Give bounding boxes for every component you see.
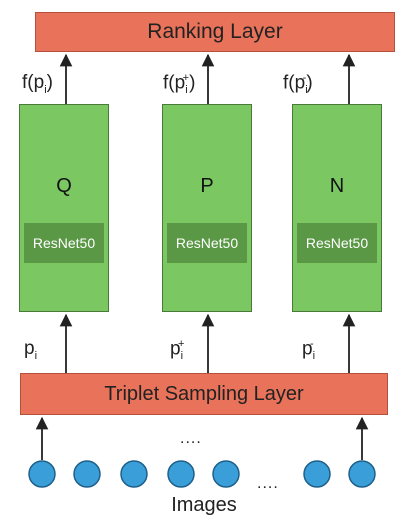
images-caption: Images <box>171 494 237 516</box>
image-node <box>28 460 56 488</box>
branch-q: Q ResNet50 <box>19 104 109 312</box>
image-node <box>120 460 148 488</box>
output-p-sub: i <box>185 84 188 97</box>
output-label-p: f(pi+) <box>163 72 195 96</box>
ranking-layer-label: Ranking Layer <box>147 20 283 43</box>
output-n-post: ) <box>306 72 313 94</box>
input-q-base: p <box>24 338 35 359</box>
output-label-q: f(pi) <box>22 72 53 96</box>
branch-q-letter: Q <box>56 175 72 197</box>
branch-p: P ResNet50 <box>162 104 252 312</box>
output-p-sup: + <box>182 72 190 84</box>
branch-n-backbone: ResNet50 <box>297 223 377 263</box>
output-n-sub: i <box>305 84 308 97</box>
output-label-n: f(pi-) <box>283 72 313 96</box>
ellipsis-top: .... <box>180 430 202 447</box>
image-node <box>167 460 195 488</box>
branch-p-backbone: ResNet50 <box>167 223 247 263</box>
ellipsis-row: .... <box>257 475 279 492</box>
output-n-sup: - <box>302 72 307 84</box>
image-node <box>212 460 240 488</box>
triplet-sampling-layer: Triplet Sampling Layer <box>20 373 388 415</box>
branch-q-backbone: ResNet50 <box>24 223 104 263</box>
triplet-sampling-layer-label: Triplet Sampling Layer <box>104 382 304 405</box>
image-node <box>303 460 331 488</box>
input-n-sup: - <box>310 338 314 350</box>
branch-p-letter: P <box>200 175 214 197</box>
image-node <box>73 460 101 488</box>
branch-n: N ResNet50 <box>292 104 382 312</box>
image-node <box>348 460 376 488</box>
input-label-q: pi <box>24 338 37 362</box>
input-p-base: p <box>170 338 181 360</box>
output-p-pre: f(p <box>163 72 186 94</box>
ranking-layer: Ranking Layer <box>35 12 395 52</box>
output-q-post: ) <box>46 72 53 93</box>
input-p-sup: + <box>178 338 185 350</box>
output-p-post: ) <box>189 72 196 94</box>
output-q-sub: i <box>44 83 47 96</box>
input-label-n: pi- <box>302 338 316 363</box>
output-n-pre: f(p <box>283 72 306 94</box>
input-n-sub: i <box>312 350 316 363</box>
input-n-base: p <box>302 338 313 360</box>
output-q-pre: f(p <box>22 72 45 93</box>
input-label-p: pi+ <box>170 338 184 362</box>
input-p-sub: i <box>180 350 184 363</box>
branch-n-letter: N <box>329 175 345 197</box>
input-q-sub: i <box>34 349 38 362</box>
